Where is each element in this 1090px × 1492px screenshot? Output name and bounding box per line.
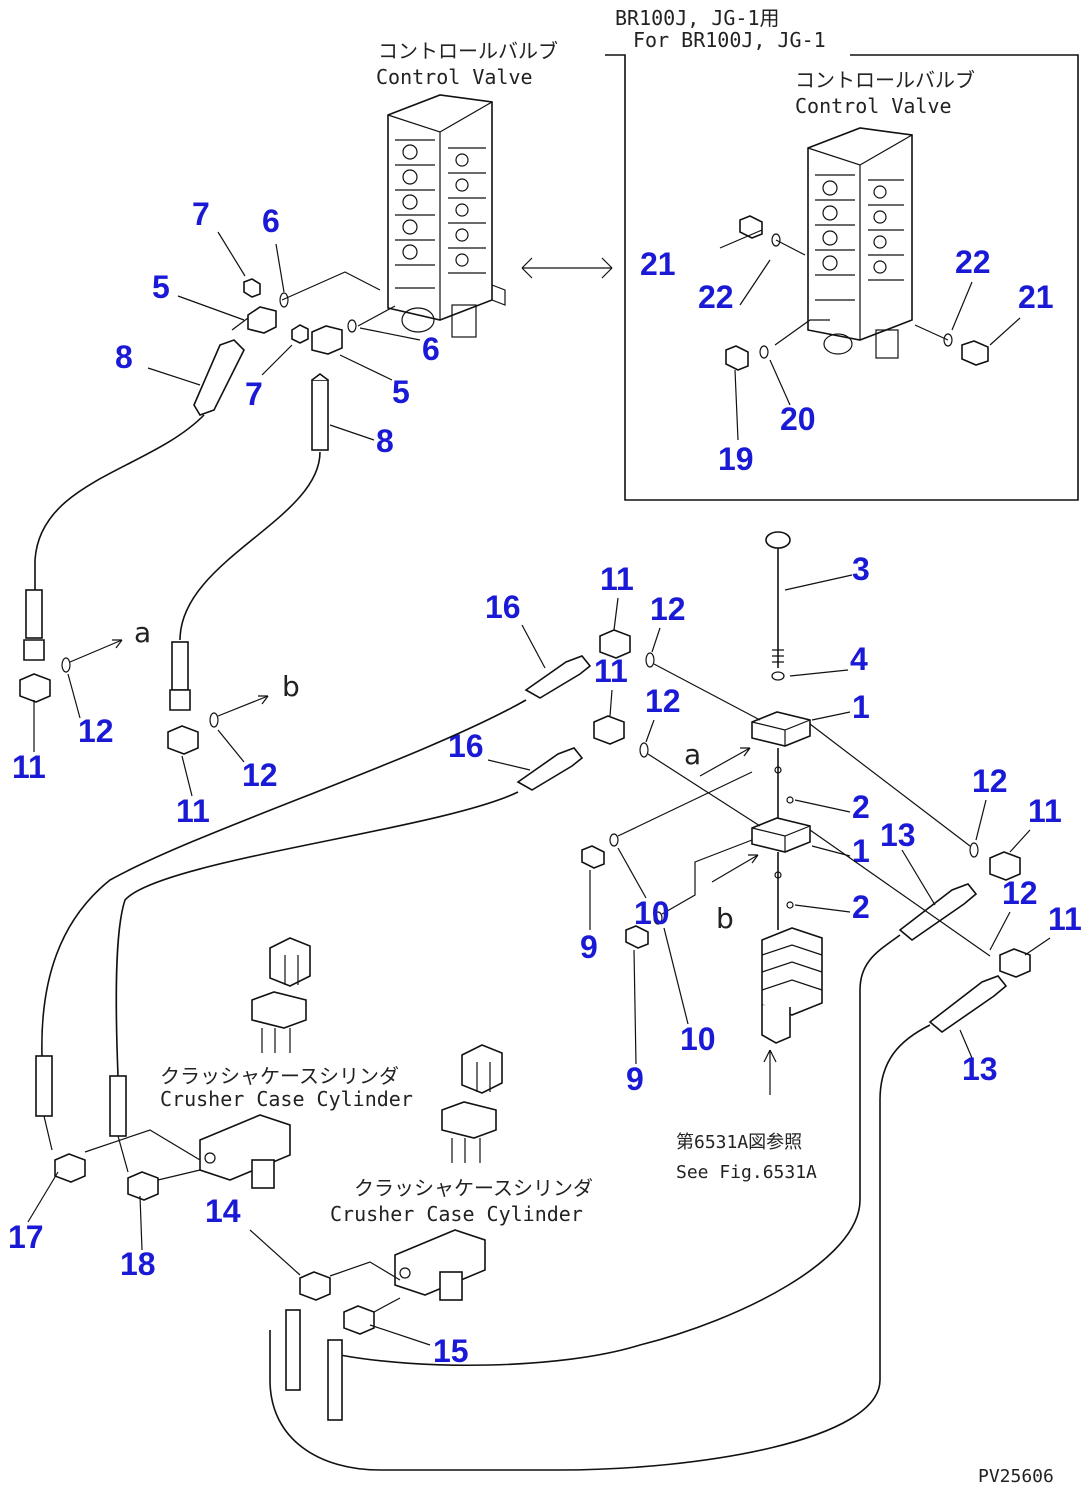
inset-caption-en: For BR100J, JG-1 — [633, 28, 826, 52]
inset-control-valve-jp: コントロールバルブ — [795, 68, 975, 92]
callout-10-top: 10 — [634, 895, 670, 931]
main-control-valve-jp: コントロールバルブ — [378, 39, 558, 63]
callout-11-left-a: 11 — [12, 749, 46, 785]
callout-17: 17 — [8, 1219, 44, 1255]
inset-control-valve — [719, 127, 989, 371]
callout-12-left-a: 12 — [78, 713, 114, 749]
callout-13-top: 13 — [880, 817, 916, 853]
arrow-label-b-right: b — [716, 902, 734, 935]
inset-caption-jp: BR100J, JG-1用 — [615, 6, 780, 30]
callout-11-left-b: 11 — [176, 793, 210, 829]
callout-9-top: 9 — [580, 929, 598, 965]
callout-11-right-mid: 11 — [1048, 901, 1082, 937]
crusher-cylinder-2: クラッシャケースシリンダ Crusher Case Cylinder — [285, 1044, 593, 1421]
callout-9-bottom: 9 — [626, 1061, 644, 1097]
callout-21-inset-right: 21 — [1018, 279, 1054, 315]
valve-fittings — [193, 278, 357, 451]
callout-4: 4 — [850, 641, 868, 677]
inset-control-valve-en: Control Valve — [795, 94, 952, 118]
callout-6-top: 6 — [262, 203, 280, 239]
callout-1-bottom: 1 — [852, 833, 870, 869]
callout-5-left: 5 — [152, 269, 170, 305]
callout-2-bottom: 2 — [852, 889, 870, 925]
callout-13-bottom: 13 — [962, 1051, 998, 1087]
arrow-label-a-left: a — [134, 616, 151, 649]
callout-12-right-top: 12 — [972, 763, 1008, 799]
callout-6-right: 6 — [422, 331, 440, 367]
crusher-cylinder-1: クラッシャケースシリンダ Crusher Case Cylinder — [43, 937, 413, 1201]
callout-16-top: 16 — [485, 589, 521, 625]
arrow-label-a-right: a — [684, 738, 701, 771]
callout-12-center-top: 12 — [650, 591, 686, 627]
ppc-valve-assembly: a b 第6531A図参照 See Fig.6531A — [676, 531, 823, 1183]
see-fig-en: See Fig.6531A — [676, 1162, 817, 1183]
callout-22-inset-right: 22 — [955, 244, 991, 280]
callout-2-top: 2 — [852, 789, 870, 825]
callout-10-bottom: 10 — [680, 1021, 716, 1057]
callout-11-center-top: 11 — [600, 561, 634, 597]
callout-15: 15 — [433, 1333, 469, 1369]
callout-21-inset-left: 21 — [640, 246, 676, 282]
plugs — [581, 771, 753, 949]
crusher-case-cylinder-1-jp: クラッシャケースシリンダ — [160, 1064, 399, 1088]
crusher-case-cylinder-2-jp: クラッシャケースシリンダ — [354, 1176, 593, 1200]
fittings-left: a b — [19, 616, 300, 755]
double-arrow — [521, 257, 613, 279]
callout-7-top: 7 — [192, 196, 210, 232]
callout-5-right: 5 — [392, 374, 410, 410]
callout-1-top: 1 — [852, 689, 870, 725]
callout-12-center-mid: 12 — [645, 683, 681, 719]
callout-14: 14 — [205, 1193, 241, 1229]
inset-panel: BR100J, JG-1用 For BR100J, JG-1 コントロールバルブ… — [605, 6, 1079, 501]
callout-18: 18 — [120, 1246, 156, 1282]
callout-12-right-mid: 12 — [1002, 875, 1038, 911]
main-control-valve: コントロールバルブ Control Valve — [281, 39, 558, 338]
callout-8-left: 8 — [115, 339, 133, 375]
fittings-center — [516, 629, 761, 827]
callout-7-mid: 7 — [245, 376, 263, 412]
hoses-left — [23, 414, 321, 711]
callout-12-left-b: 12 — [242, 757, 278, 793]
callout-20: 20 — [780, 401, 816, 437]
see-fig-jp: 第6531A図参照 — [676, 1132, 802, 1153]
crusher-case-cylinder-2-en: Crusher Case Cylinder — [330, 1202, 583, 1226]
callout-11-right-top: 11 — [1028, 793, 1062, 829]
callout-3: 3 — [852, 551, 870, 587]
callout-22-inset-left: 22 — [698, 279, 734, 315]
callout-19: 19 — [718, 441, 754, 477]
hoses-long — [35, 699, 931, 1471]
crusher-case-cylinder-1-en: Crusher Case Cylinder — [160, 1087, 413, 1111]
main-control-valve-en: Control Valve — [376, 65, 533, 89]
callout-8-right: 8 — [376, 423, 394, 459]
figure-id: PV25606 — [978, 1466, 1054, 1487]
callout-16-bottom: 16 — [448, 728, 484, 764]
callout-11-center-mid: 11 — [594, 653, 628, 689]
fittings-right — [809, 723, 1031, 1034]
arrow-label-b-left: b — [282, 670, 300, 703]
